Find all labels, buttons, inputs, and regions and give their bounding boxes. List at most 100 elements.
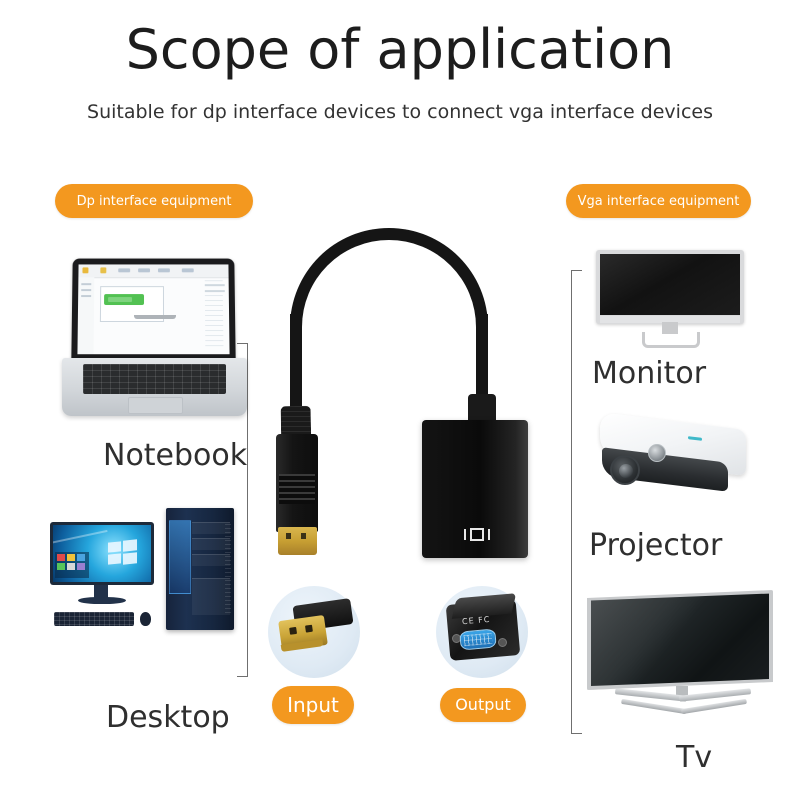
- desktop-tower-case: [166, 508, 234, 630]
- tower-drive-bay: [192, 538, 230, 550]
- laptop-toolbar-icon: [82, 267, 89, 274]
- laptop-screen-toolbar: [78, 264, 229, 279]
- vga-port-blue: [459, 628, 497, 651]
- inset-photo-output-port: CE FC: [434, 584, 534, 680]
- badge-input: Input: [272, 686, 354, 724]
- bracket-right-line: [571, 270, 572, 734]
- start-menu-tile: [57, 554, 65, 561]
- dp-plug-port-hole: [289, 626, 298, 635]
- device-label-notebook: Notebook: [103, 438, 248, 473]
- bracket-left-group: [236, 343, 248, 677]
- windows-logo-quadrant: [122, 552, 137, 565]
- dp-connector-gold-contacts: [278, 527, 317, 555]
- desktop-pc-icon: [48, 500, 263, 670]
- bracket-right-group: [571, 270, 583, 734]
- laptop-trackpad: [128, 397, 183, 414]
- device-label-projector: Projector: [589, 528, 723, 563]
- laptop-front-edge: [134, 315, 176, 319]
- bracket-right-tick-top: [571, 270, 582, 271]
- badge-input-label: Input: [287, 693, 339, 717]
- vga-port-pins: [463, 632, 493, 647]
- start-menu-tile: [67, 563, 75, 570]
- start-menu-tile: [67, 554, 75, 561]
- device-label-monitor: Monitor: [592, 356, 707, 391]
- dp-connector-pin: [301, 533, 306, 539]
- bracket-left-line: [247, 343, 248, 677]
- desktop-monitor-neck: [94, 585, 108, 599]
- tv-icon: [583, 588, 783, 733]
- tv-screen: [591, 593, 769, 687]
- laptop-lid: [71, 258, 236, 362]
- tv-stand-leg: [621, 698, 687, 715]
- projector-focus-knob: [648, 444, 666, 462]
- display-glyph-rect: [470, 528, 484, 541]
- tower-side-window: [169, 520, 191, 594]
- inset-circle-background: CE FC: [436, 586, 528, 678]
- desktop-monitor-screen: [53, 525, 151, 582]
- tv-screen-glare: [591, 593, 769, 687]
- laptop-screen: [77, 264, 230, 355]
- monitor-neck: [662, 322, 678, 334]
- bracket-right-tick-bottom: [571, 733, 582, 734]
- laptop-text-line: [204, 284, 225, 287]
- dp-to-vga-adapter-product: [262, 222, 542, 572]
- display-glyph-left-bar: [464, 529, 466, 540]
- tower-vent: [225, 524, 231, 614]
- windows-logo-icon: [107, 539, 138, 566]
- desktop-screen-ray: [53, 530, 108, 545]
- display-glyph-right-bar: [488, 529, 490, 540]
- page-subtitle: Suitable for dp interface devices to con…: [87, 100, 713, 123]
- laptop-green-bar-inner: [108, 297, 133, 303]
- laptop-text-line: [204, 290, 225, 293]
- adapter-cable-left-leg: [290, 314, 302, 414]
- laptop-sidebar-line: [81, 295, 92, 298]
- windows-logo-quadrant: [122, 539, 137, 552]
- monitor-icon: [592, 250, 762, 348]
- adapter-cable: [290, 228, 488, 408]
- dp-plug-port-hole: [304, 624, 313, 633]
- laptop-base: [62, 358, 247, 416]
- dp-connector-pin: [286, 533, 291, 539]
- desktop-keyboard: [54, 612, 134, 626]
- laptop-keyboard: [83, 364, 226, 394]
- adapter-housing: [422, 420, 528, 558]
- tower-front-panel: [192, 578, 230, 615]
- header: Scope of application Suitable for dp int…: [0, 0, 800, 123]
- start-menu-tile: [57, 563, 65, 570]
- badge-output-label: Output: [455, 695, 511, 714]
- desktop-monitor-base: [78, 597, 126, 604]
- badge-vga-interface-equipment: Vga interface equipment: [566, 184, 751, 218]
- bracket-left-tick-top: [237, 343, 248, 344]
- windows-logo-quadrant: [107, 541, 121, 553]
- laptop-sidebar-line: [81, 289, 92, 292]
- desktop-mouse: [140, 612, 151, 626]
- laptop-toolbar-icon: [100, 267, 107, 274]
- display-glyph-icon: [464, 528, 490, 541]
- start-menu-tile: [77, 563, 85, 570]
- laptop-sidebar-line: [81, 283, 92, 286]
- projector-lens-glass: [619, 464, 633, 478]
- adapter-cable-right-leg: [476, 314, 488, 394]
- tv-stand-leg: [681, 698, 747, 715]
- desktop-monitor: [50, 522, 154, 585]
- badge-vga-label: Vga interface equipment: [577, 193, 740, 209]
- badge-dp-interface-equipment: Dp interface equipment: [55, 184, 253, 218]
- tower-drive-bay: [192, 554, 230, 566]
- badge-output: Output: [440, 688, 526, 722]
- start-menu-tile: [77, 554, 85, 561]
- projector-lens: [610, 455, 640, 485]
- desktop-start-menu: [55, 552, 89, 578]
- device-label-tv: Tv: [676, 740, 713, 775]
- windows-logo-quadrant: [107, 553, 121, 565]
- monitor-screen: [600, 254, 740, 315]
- projector-icon: [592, 412, 760, 501]
- page-title: Scope of application: [125, 18, 675, 81]
- laptop-toolbar-item: [157, 268, 170, 273]
- vga-screw-hole: [498, 638, 507, 647]
- bracket-left-tick-bottom: [237, 676, 248, 677]
- tv-bezel: [587, 590, 773, 690]
- laptop-icon: [62, 258, 252, 418]
- monitor-bezel: [596, 250, 744, 324]
- laptop-screen-sidebar: [77, 277, 95, 355]
- device-label-desktop: Desktop: [106, 700, 230, 735]
